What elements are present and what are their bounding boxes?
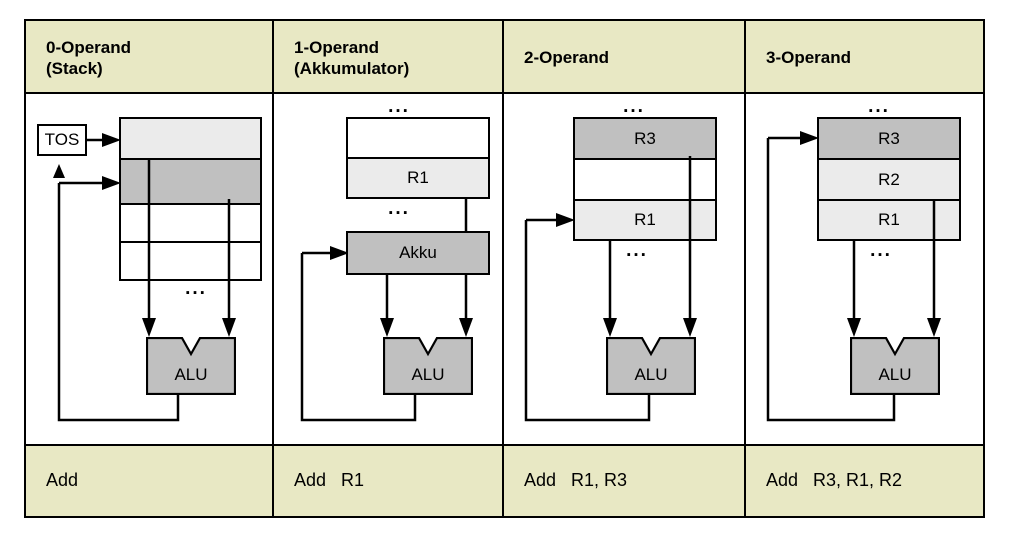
diagram-0-operand: TOS [26, 94, 272, 446]
column-divider-1 [272, 21, 274, 516]
instruction-text-2-operand: Add R1, R3 [524, 469, 628, 490]
header-row-divider [26, 92, 983, 94]
register-cell-3-0 [819, 119, 959, 158]
diagram-1-operand: ... R1 ... Akku [274, 94, 502, 446]
register-bottom-ellipsis-3-operand: ... [870, 240, 892, 261]
feedback-wire-0-operand [26, 94, 272, 446]
column-header-0-operand-line2: (Stack) [46, 58, 103, 78]
register-cell-3-2 [819, 201, 959, 239]
register-top-ellipsis-1-operand: ... [388, 96, 410, 117]
register-top-ellipsis-3-operand: ... [868, 96, 890, 117]
alu-label-0-operand: ALU [174, 365, 208, 384]
operand-wires-3-operand [746, 94, 983, 446]
alu-label-1-operand: ALU [411, 365, 445, 384]
column-header-1-operand: 1-Operand (Akkumulator) [274, 21, 502, 94]
operand-comparison-table: 0-Operand (Stack) 1-Operand (Akkumulator… [24, 19, 985, 518]
diagram-2-operand: ... R3 R1 ... [504, 94, 744, 446]
feedback-wire-1-operand [274, 94, 502, 446]
register-frame-2-operand: R3 R1 [573, 117, 717, 241]
accumulator-label: Akku [399, 243, 437, 262]
register-rule-2-0 [575, 158, 715, 160]
instruction-cell-2-operand: Add R1, R3 [504, 444, 744, 516]
register-cell-1-0 [348, 119, 488, 157]
column-divider-3 [744, 21, 746, 516]
alu-label-3-operand: ALU [878, 365, 912, 384]
footer-band [26, 444, 983, 516]
instruction-text-0-operand: Add [46, 469, 79, 490]
column-header-2-operand: 2-Operand [504, 21, 744, 94]
header-band [26, 21, 983, 94]
tos-pointer-box: TOS [37, 124, 87, 156]
column-header-2-operand-line1: 2-Operand [524, 48, 610, 67]
register-cell-1-1 [348, 159, 488, 197]
column-header-0-operand-line1: 0-Operand [46, 37, 132, 57]
register-bottom-ellipsis-2-operand: ... [626, 240, 648, 261]
instruction-cell-1-operand: Add R1 [274, 444, 502, 516]
alu-1-operand: ALU [383, 337, 473, 395]
instruction-text-3-operand: Add R3, R1, R2 [766, 469, 903, 490]
column-header-3-operand-line1: 3-Operand [766, 48, 852, 67]
tos-label: TOS [44, 130, 80, 149]
register-cell-2-0 [575, 119, 715, 158]
register-rule-1-0 [348, 157, 488, 159]
feedback-wire-3-operand [746, 94, 983, 446]
register-rule-3-1 [819, 199, 959, 201]
stack-cell-2 [121, 205, 260, 241]
stack-cell-1 [121, 160, 260, 203]
register-bottom-ellipsis-1-operand: ... [388, 198, 410, 219]
operand-wires-2-operand [504, 94, 744, 446]
register-top-ellipsis-2-operand: ... [623, 96, 645, 117]
stack-cell-3 [121, 243, 260, 279]
column-header-1-operand-line2: (Akkumulator) [294, 58, 410, 78]
stack-frame-0-operand [119, 117, 262, 281]
column-divider-2 [502, 21, 504, 516]
operand-wires-0-operand [26, 94, 272, 446]
tos-arrow [26, 94, 272, 446]
register-frame-1-operand: R1 [346, 117, 490, 199]
alu-3-operand: ALU [850, 337, 940, 395]
register-cell-2-1 [575, 160, 715, 199]
alu-label-2-operand: ALU [634, 365, 668, 384]
alu-0-operand: ALU [146, 337, 236, 395]
column-header-0-operand: 0-Operand (Stack) [26, 21, 272, 94]
instruction-cell-0-operand: Add [26, 444, 272, 516]
column-header-3-operand: 3-Operand [746, 21, 983, 94]
register-cell-2-2 [575, 201, 715, 239]
register-rule-2-1 [575, 199, 715, 201]
stack-rule-1 [121, 203, 260, 205]
stack-rule-2 [121, 241, 260, 243]
stack-push-arrow [26, 94, 272, 446]
stack-ellipsis: ... [185, 278, 207, 299]
instruction-text-1-operand: Add R1 [294, 469, 365, 490]
operand-wire-akku-1-operand [274, 94, 502, 446]
accumulator-box: Akku [346, 231, 490, 275]
alu-2-operand: ALU [606, 337, 696, 395]
instruction-cell-3-operand: Add R3, R1, R2 [746, 444, 983, 516]
register-rule-3-0 [819, 158, 959, 160]
stack-cell-0 [121, 119, 260, 158]
feedback-wire-2-operand [504, 94, 744, 446]
column-header-1-operand-line1: 1-Operand [294, 37, 380, 57]
stack-rule-0 [121, 158, 260, 160]
footer-row-divider [26, 444, 983, 446]
register-cell-3-1 [819, 160, 959, 199]
diagram-3-operand: ... R3 R2 R1 ... [746, 94, 983, 446]
